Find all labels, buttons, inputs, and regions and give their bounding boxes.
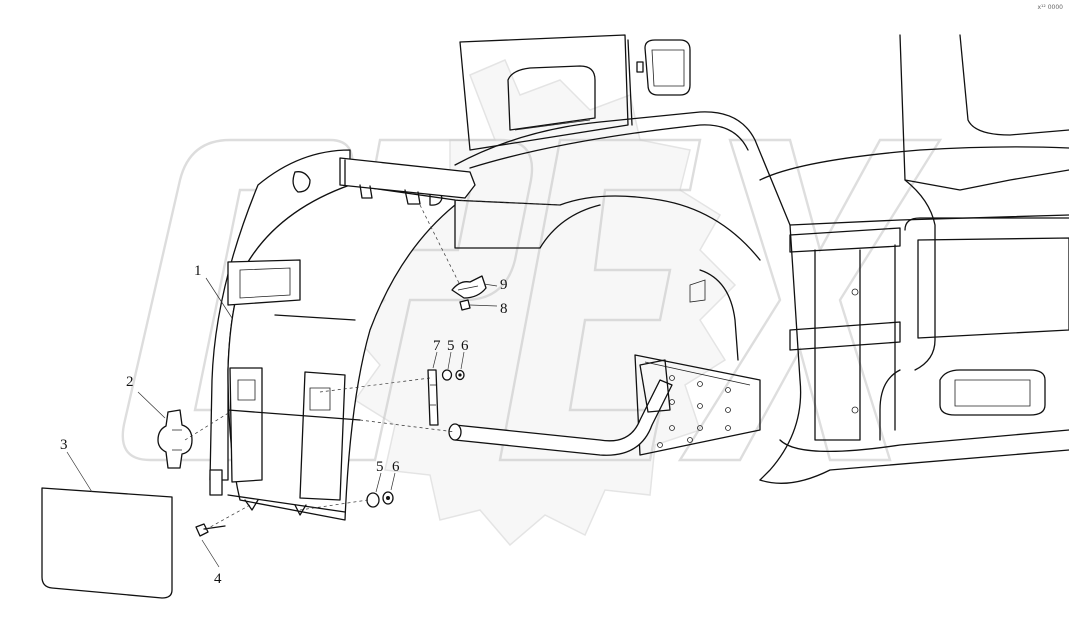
callouts: 1 2 3 4 5 6 7 8 9 5 6 — [60, 263, 508, 587]
washer-part-6-lower — [382, 491, 394, 505]
callout-8: 8 — [500, 301, 508, 317]
callout-9: 9 — [500, 277, 508, 293]
clip-part-9 — [451, 275, 487, 299]
nut-part-5-upper — [441, 369, 453, 381]
frame-bracket — [634, 354, 761, 456]
washer-part-6-upper — [455, 369, 465, 381]
callout-7: 7 — [433, 338, 441, 354]
fender-part-1 — [209, 149, 476, 521]
callout-4: 4 — [214, 571, 222, 587]
nut-part-5-lower — [366, 492, 380, 508]
watermark-gear-icon — [348, 59, 737, 547]
callout-5-lower: 5 — [376, 459, 384, 475]
callout-6-upper: 6 — [461, 338, 469, 354]
bolt-part-4 — [195, 523, 226, 537]
strap-part-7 — [427, 369, 439, 426]
callout-5-upper: 5 — [447, 338, 455, 354]
mud-flap-part-3 — [41, 487, 173, 599]
callout-6-lower: 6 — [392, 459, 400, 475]
corner-mark: x¹² 0000 — [1037, 4, 1063, 11]
callout-3: 3 — [60, 437, 68, 453]
leader-lines — [66, 199, 561, 568]
exhaust-pipe — [448, 359, 673, 456]
cab-body — [449, 34, 1069, 484]
callout-1: 1 — [194, 263, 202, 279]
clamp-bracket-part-2 — [157, 409, 193, 469]
callout-2: 2 — [126, 374, 134, 390]
screw-part-8 — [459, 299, 471, 311]
